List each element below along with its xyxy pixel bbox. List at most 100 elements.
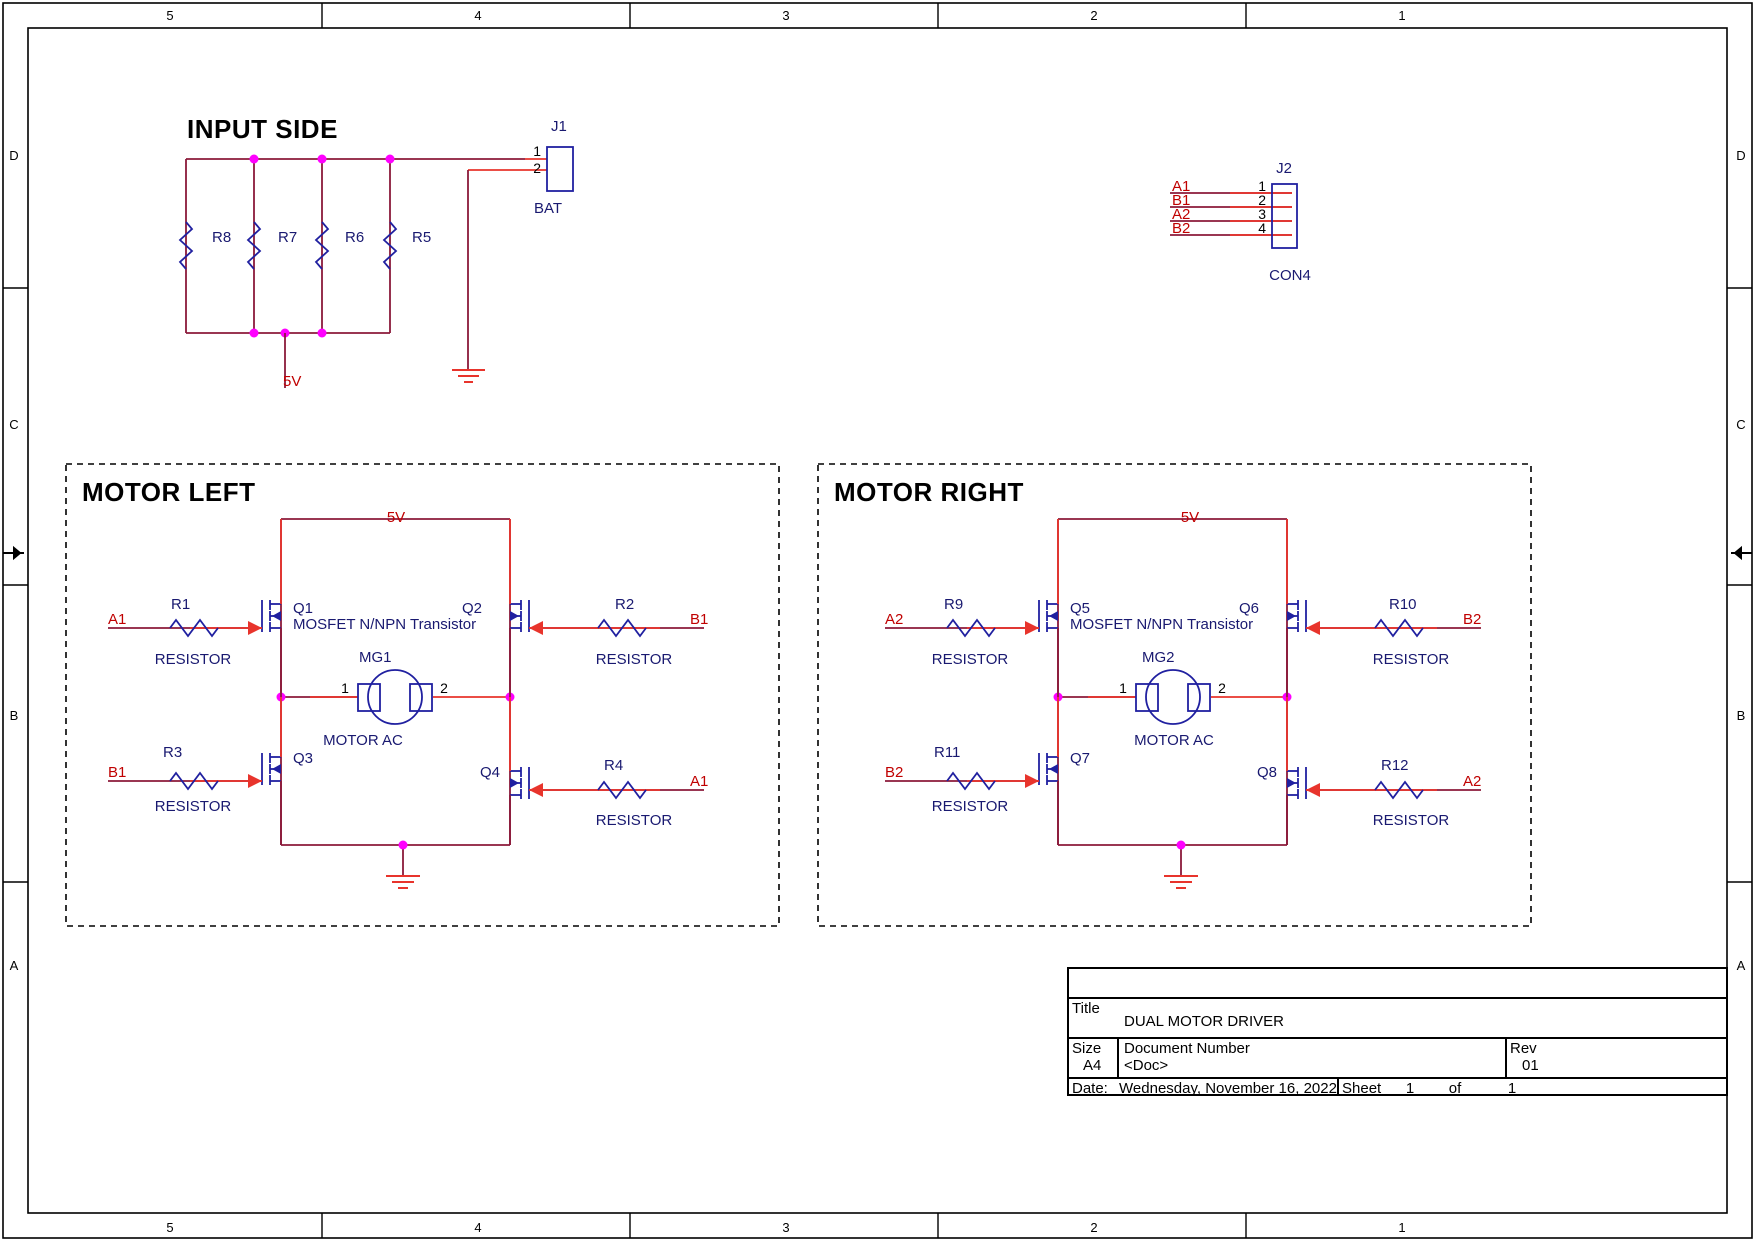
motor-right-circuit xyxy=(885,518,1481,889)
net-label-b2-left: B2 xyxy=(885,764,903,781)
net-label-j2-b1: B1 xyxy=(1172,192,1190,209)
resistor-r10-icon xyxy=(1374,618,1424,638)
connector-type-bat: BAT xyxy=(534,200,562,217)
net-label-j2-b2: B2 xyxy=(1172,220,1190,237)
zone-left-a: A xyxy=(10,958,19,973)
resistor-ref-r3: R3 xyxy=(163,744,182,761)
zone-right-d: D xyxy=(1736,148,1745,163)
zone-bottom-3: 3 xyxy=(782,1220,789,1235)
resistor-type-r2: RESISTOR xyxy=(596,651,673,668)
resistor-type-r11: RESISTOR xyxy=(932,798,1009,815)
rev-label: Rev xyxy=(1510,1040,1537,1057)
resistor-r9-icon xyxy=(946,618,996,638)
net-label-5v-input: 5V xyxy=(283,373,301,390)
resistor-ref-r9: R9 xyxy=(944,596,963,613)
zone-right-c: C xyxy=(1736,417,1745,432)
resistor-ref-r11: R11 xyxy=(934,744,960,761)
title-value: DUAL MOTOR DRIVER xyxy=(1124,1013,1284,1030)
zone-left-c: C xyxy=(9,417,18,432)
motor-pin-1-right: 1 xyxy=(1119,680,1127,696)
connector-j2-pin-2: 2 xyxy=(1258,192,1266,208)
transistor-ref-q6: Q6 xyxy=(1239,600,1259,617)
motor-type-right: MOTOR AC xyxy=(1134,732,1214,749)
docnum-label: Document Number xyxy=(1124,1040,1250,1057)
connector-j2 xyxy=(1170,183,1298,249)
sheet-of-label: of xyxy=(1449,1080,1462,1097)
input-side-group xyxy=(178,154,525,388)
junction-dot xyxy=(398,840,408,850)
mosfet-arrow-q5 xyxy=(1049,611,1058,621)
sheet-total: 1 xyxy=(1508,1080,1516,1097)
pin-arrow xyxy=(1025,621,1039,635)
zone-bottom-1: 1 xyxy=(1398,1220,1405,1235)
motor-pin-2-left: 2 xyxy=(440,680,448,696)
input-side-heading: INPUT SIDE xyxy=(187,114,338,144)
zone-ticks-bottom xyxy=(321,1213,1247,1238)
transistor-ref-q5: Q5 xyxy=(1070,600,1090,617)
junction-dot xyxy=(249,328,259,338)
transistor-ref-q8: Q8 xyxy=(1257,764,1277,781)
resistor-ref-r10: R10 xyxy=(1389,596,1417,613)
junction-dot xyxy=(317,328,327,338)
motor-left-circuit xyxy=(108,518,704,889)
resistor-type-r4: RESISTOR xyxy=(596,812,673,829)
mosfet-q8-icon xyxy=(1287,767,1307,799)
resistor-r4-icon xyxy=(597,780,647,800)
net-label-a1-right: A1 xyxy=(690,773,708,790)
junction-dot xyxy=(1176,840,1186,850)
motor-ref-mg1: MG1 xyxy=(359,649,392,666)
resistor-type-r1: RESISTOR xyxy=(155,651,232,668)
docnum-value: <Doc> xyxy=(1124,1057,1168,1074)
connector-j2-pin-4: 4 xyxy=(1258,220,1266,236)
connector-j2-pin-1: 1 xyxy=(1258,178,1266,194)
ground-symbol-input-icon xyxy=(452,369,485,383)
mosfet-arrow-q2 xyxy=(510,611,519,621)
transistor-desc-q1: MOSFET N/NPN Transistor xyxy=(293,616,476,633)
mosfet-arrow-q3 xyxy=(272,764,281,774)
ground-symbol-left-icon xyxy=(386,875,420,889)
resistor-type-r3: RESISTOR xyxy=(155,798,232,815)
net-label-j2-a2: A2 xyxy=(1172,206,1190,223)
connector-j1 xyxy=(467,146,574,370)
pin-arrow xyxy=(248,621,262,635)
pin-arrow xyxy=(248,774,262,788)
resistor-ref-r7: R7 xyxy=(278,229,297,246)
transistor-desc-q5: MOSFET N/NPN Transistor xyxy=(1070,616,1253,633)
mosfet-arrow-q7 xyxy=(1049,764,1058,774)
motor-ref-mg2: MG2 xyxy=(1142,649,1175,666)
resistor-r11-icon xyxy=(946,771,996,791)
zone-top-3: 3 xyxy=(782,8,789,23)
date-value: Wednesday, November 16, 2022 xyxy=(1119,1080,1337,1097)
center-marker-left-icon xyxy=(3,545,24,561)
mosfet-q5-icon xyxy=(1038,600,1058,632)
mosfet-q1-icon xyxy=(261,600,281,632)
mosfet-q4-icon xyxy=(510,767,530,799)
pin-arrow xyxy=(1025,774,1039,788)
net-label-b1-right: B1 xyxy=(690,611,708,628)
zone-bottom-2: 2 xyxy=(1090,1220,1097,1235)
zone-top-1: 1 xyxy=(1398,8,1405,23)
zone-ticks-top xyxy=(321,3,1247,28)
zone-bottom-5: 5 xyxy=(166,1220,173,1235)
zone-left-d: D xyxy=(9,148,18,163)
resistor-type-r12: RESISTOR xyxy=(1373,812,1450,829)
size-value: A4 xyxy=(1083,1057,1101,1074)
junction-dot xyxy=(249,154,259,164)
transistor-ref-q7: Q7 xyxy=(1070,750,1090,767)
transistor-ref-q4: Q4 xyxy=(480,764,500,781)
connector-ref-j1: J1 xyxy=(551,118,567,135)
resistor-ref-r12: R12 xyxy=(1381,757,1409,774)
resistor-ref-r5: R5 xyxy=(412,229,431,246)
motor-right-heading: MOTOR RIGHT xyxy=(834,477,1024,507)
title-block xyxy=(1067,967,1728,1096)
motor-type-left: MOTOR AC xyxy=(323,732,403,749)
resistor-ref-r6: R6 xyxy=(345,229,364,246)
title-label: Title xyxy=(1072,1000,1100,1017)
resistor-r3-icon xyxy=(169,771,219,791)
transistor-ref-q1: Q1 xyxy=(293,600,313,617)
zone-left-b: B xyxy=(10,708,19,723)
motor-pin-1-left: 1 xyxy=(341,680,349,696)
net-label-5v-motor-left: 5V xyxy=(387,509,405,526)
resistor-r2-icon xyxy=(597,618,647,638)
